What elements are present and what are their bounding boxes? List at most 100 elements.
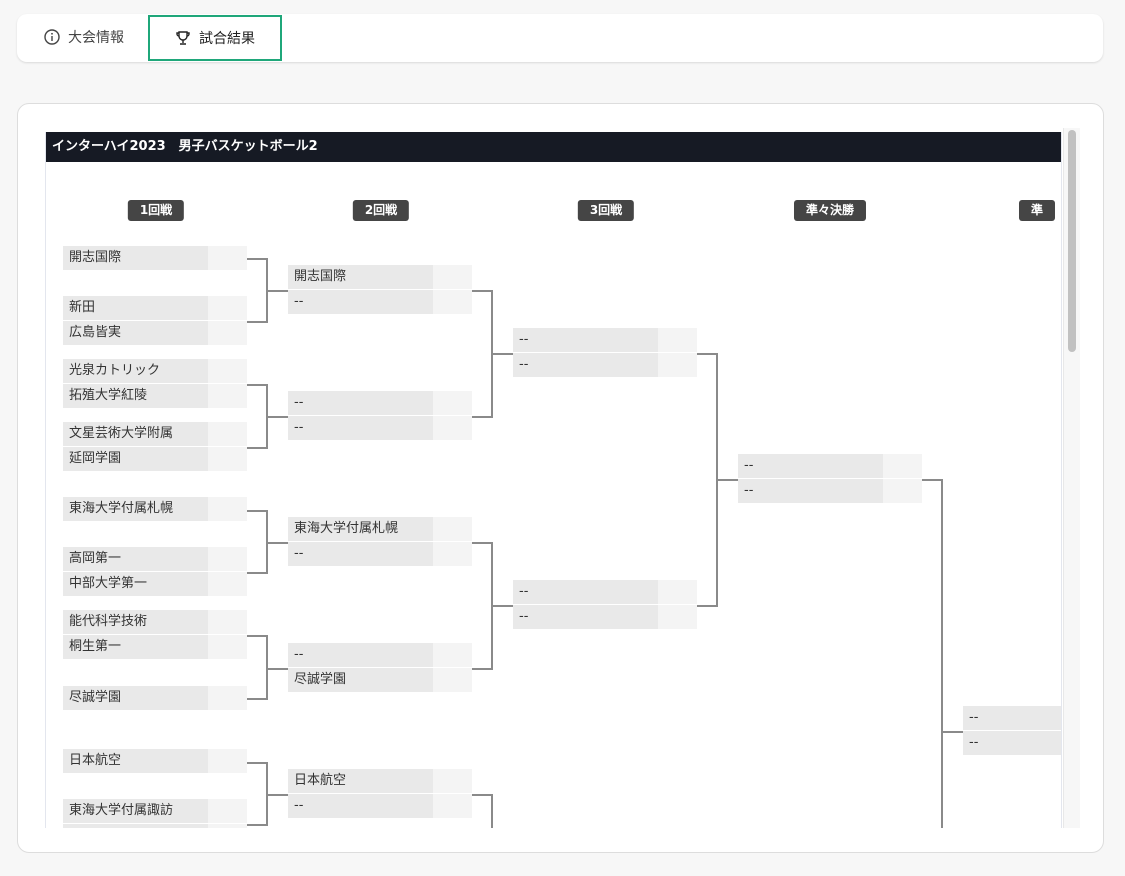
team-slot[interactable]: -- [513,580,697,605]
connector-line [247,510,266,512]
team-slot[interactable]: 東海大学付属札幌 [288,517,472,542]
team-name: -- [513,328,658,352]
score-cell [208,749,247,773]
score-cell [208,497,247,521]
score-cell [208,384,247,408]
round-label: 準々決勝 [793,200,867,221]
score-cell [433,643,472,667]
team-slot[interactable]: 文星芸術大学附属 [63,422,247,447]
team-slot[interactable]: -- [963,731,1061,756]
team-slot[interactable]: 拓殖大学紅陵 [63,384,247,409]
score-cell [208,246,247,270]
team-name: 日本航空 [288,769,433,793]
team-name: -- [288,794,433,818]
score-cell [208,686,247,710]
score-cell [433,769,472,793]
connector-line [266,635,268,700]
team-slot[interactable]: 東海大学付属札幌 [63,497,247,522]
team-name: -- [963,731,1061,755]
team-slot[interactable]: -- [288,542,472,567]
info-icon [44,29,60,45]
team-name: 開志国際 [63,246,208,270]
connector-line [247,258,266,260]
team-name: 高岡第一 [63,547,208,571]
team-slot[interactable]: 広島皆実 [63,321,247,346]
team-name: 光泉カトリック [63,359,208,383]
team-slot[interactable]: -- [738,454,922,479]
connector-line [697,605,716,607]
team-slot[interactable]: 日本航空 [288,769,472,794]
team-slot[interactable]: 日本航空 [63,749,247,774]
score-cell [433,542,472,566]
score-cell [208,422,247,446]
connector-line [472,542,491,544]
team-slot[interactable]: 東海大学付属諏訪 [63,799,247,824]
score-cell [208,447,247,471]
connector-line [247,762,266,764]
team-name: 東海大学付属札幌 [288,517,433,541]
connector-line [472,416,491,418]
connector-line [716,479,738,481]
team-slot[interactable]: 高岡第一 [63,547,247,572]
connector-line [941,479,943,828]
team-slot[interactable]: 尽誠学園 [63,686,247,711]
scrollbar-thumb[interactable] [1068,130,1076,352]
tab-label: 試合結果 [199,31,255,47]
team-slot[interactable]: 能代科学技術 [63,610,247,635]
round-label: 2回戦 [352,200,410,221]
team-slot[interactable]: 光泉カトリック [63,359,247,384]
score-cell [208,547,247,571]
team-slot[interactable]: 新田 [63,296,247,321]
score-cell [433,265,472,289]
team-slot[interactable]: -- [738,479,922,504]
score-cell [433,290,472,314]
team-slot[interactable]: -- [288,416,472,441]
score-cell [658,580,697,604]
connector-line [266,290,288,292]
team-slot[interactable]: -- [288,794,472,819]
team-name: -- [288,416,433,440]
round-label: 準 [1018,200,1056,221]
team-slot[interactable]: -- [513,328,697,353]
team-slot[interactable]: 開志国際 [63,246,247,271]
tab-tournament-info[interactable]: 大会情報 [44,16,124,58]
scrollbar[interactable] [1063,128,1080,828]
team-slot[interactable]: 尽誠学園 [288,668,472,693]
team-slot[interactable]: -- [288,290,472,315]
bracket-title: インターハイ2023 男子バスケットボール2 [46,132,1061,162]
tab-match-results[interactable]: 試合結果 [148,15,282,61]
team-name: 広島皆実 [63,321,208,345]
team-slot[interactable]: -- [288,391,472,416]
score-cell [433,668,472,692]
connector-line [697,353,716,355]
team-slot[interactable] [63,824,247,828]
team-name [63,824,208,828]
score-cell [658,353,697,377]
connector-line [491,605,513,607]
connector-line [472,290,491,292]
team-slot[interactable]: 桐生第一 [63,635,247,660]
connector-line [266,668,288,670]
connector-line [941,731,963,733]
connector-line [922,479,942,481]
connector-line [266,542,288,544]
team-name: -- [513,353,658,377]
team-slot[interactable]: -- [963,706,1061,731]
team-slot[interactable]: -- [513,353,697,378]
team-slot[interactable]: 中部大学第一 [63,572,247,597]
score-cell [883,479,922,503]
team-slot[interactable]: -- [513,605,697,630]
score-cell [883,454,922,478]
connector-line [247,635,266,637]
connector-line [266,416,288,418]
score-cell [208,359,247,383]
team-name: -- [288,542,433,566]
team-name: -- [288,391,433,415]
team-slot[interactable]: -- [288,643,472,668]
team-slot[interactable]: 延岡学園 [63,447,247,472]
team-slot[interactable]: 開志国際 [288,265,472,290]
score-cell [433,517,472,541]
score-cell [433,794,472,818]
team-name: 能代科学技術 [63,610,208,634]
